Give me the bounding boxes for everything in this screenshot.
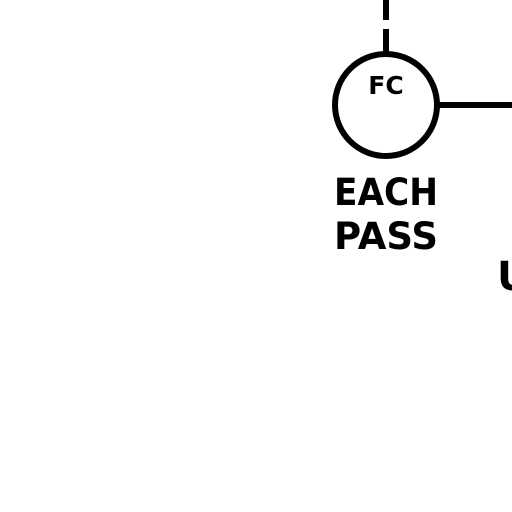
instrument-tag-label: FC	[368, 71, 403, 100]
partial-label-cut-off: U	[497, 254, 512, 300]
note-line-each: EACH	[334, 171, 438, 214]
note-line-pass: PASS	[334, 215, 438, 258]
